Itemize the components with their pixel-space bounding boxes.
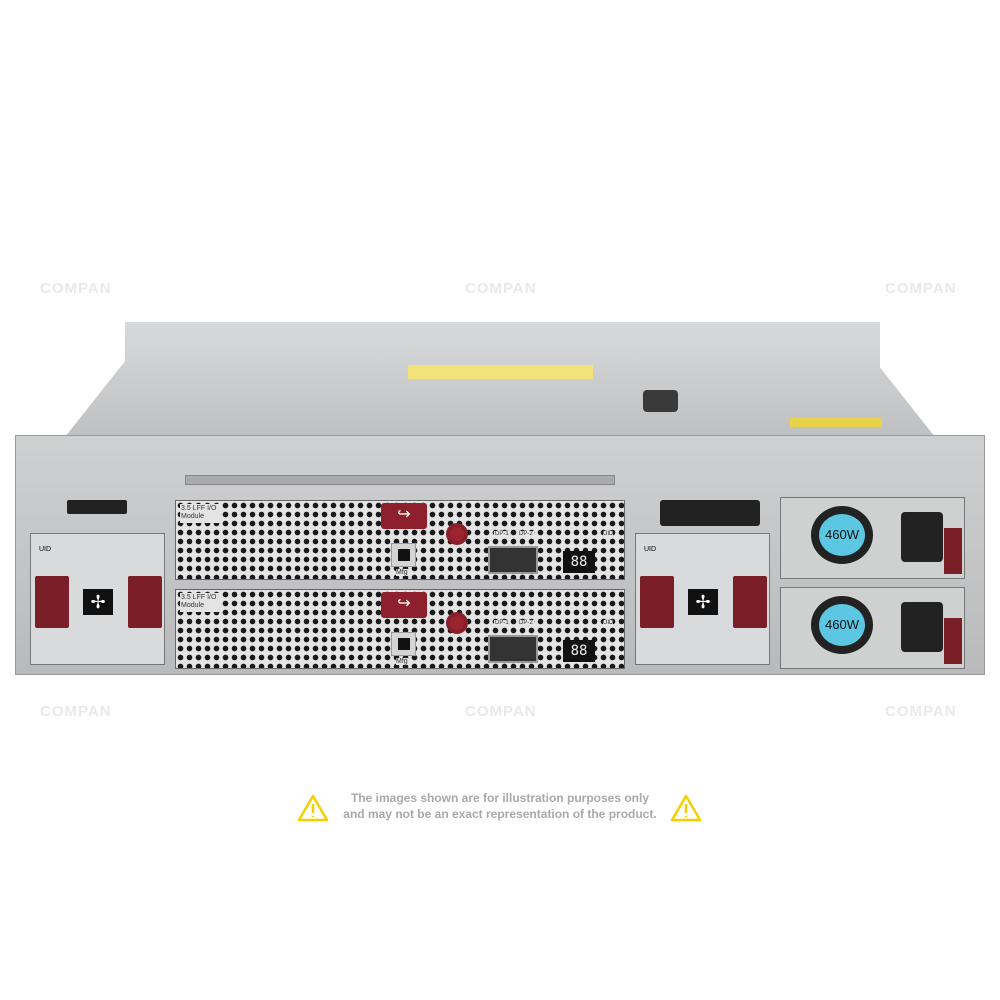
uid-label: UID xyxy=(39,546,52,553)
uid-label: UID xyxy=(644,546,657,553)
sas-ports xyxy=(488,635,538,663)
label-line: 3.5 LFF I/O xyxy=(181,594,217,601)
sas-ports xyxy=(488,546,538,574)
thumbscrew xyxy=(446,523,468,545)
seven-segment-display: 88 xyxy=(563,640,595,662)
cover-latch xyxy=(643,390,678,412)
usb-port xyxy=(391,632,416,656)
power-socket xyxy=(901,512,943,562)
fan-module-left: UID ✢ xyxy=(30,533,165,665)
power-supply-2: 460W xyxy=(780,587,965,669)
usb-label: Mfg xyxy=(396,658,408,665)
fan-handle xyxy=(35,576,69,628)
wattage-label: 460W xyxy=(819,604,865,646)
disclaimer: The images shown are for illustration pu… xyxy=(290,790,710,822)
fan-handle xyxy=(128,576,162,628)
chassis-label xyxy=(408,365,593,379)
fan-icon: ✢ xyxy=(83,589,113,615)
uid-led-label: UID xyxy=(603,620,614,626)
warning-icon xyxy=(670,794,702,822)
port-label: DP-2 xyxy=(518,620,534,626)
thumbscrew xyxy=(446,612,468,634)
port-label: DP-2 xyxy=(518,531,534,537)
fan-handle xyxy=(640,576,674,628)
uid-led-label: UID xyxy=(603,531,614,537)
usb-label: Mfg xyxy=(396,569,408,576)
power-supply-1: 460W xyxy=(780,497,965,579)
top-bar xyxy=(185,475,615,485)
usb-port xyxy=(391,543,416,567)
fan-icon: ✢ xyxy=(688,589,718,615)
management-module xyxy=(660,500,760,526)
warning-label xyxy=(790,418,882,427)
uid-button xyxy=(67,500,127,514)
power-socket xyxy=(901,602,943,652)
port-label: DP-1 xyxy=(494,531,510,537)
psu-handle xyxy=(944,618,962,664)
disclaimer-line: The images shown are for illustration pu… xyxy=(350,791,650,805)
fan-module-right: UID ✢ xyxy=(635,533,770,665)
label-line: Module xyxy=(181,513,204,520)
warning-icon xyxy=(297,794,329,822)
psu-handle xyxy=(944,528,962,574)
fan-handle xyxy=(733,576,767,628)
wattage-label: 460W xyxy=(819,514,865,556)
release-lever-icon: ↪ xyxy=(381,592,427,618)
seven-segment-display: 88 xyxy=(563,551,595,573)
port-label: DP-1 xyxy=(494,620,510,626)
disclaimer-line: and may not be an exact representation o… xyxy=(343,807,657,821)
label-line: Module xyxy=(181,602,204,609)
release-lever-icon: ↪ xyxy=(381,503,427,529)
label-line: 3.5 LFF I/O xyxy=(181,505,217,512)
